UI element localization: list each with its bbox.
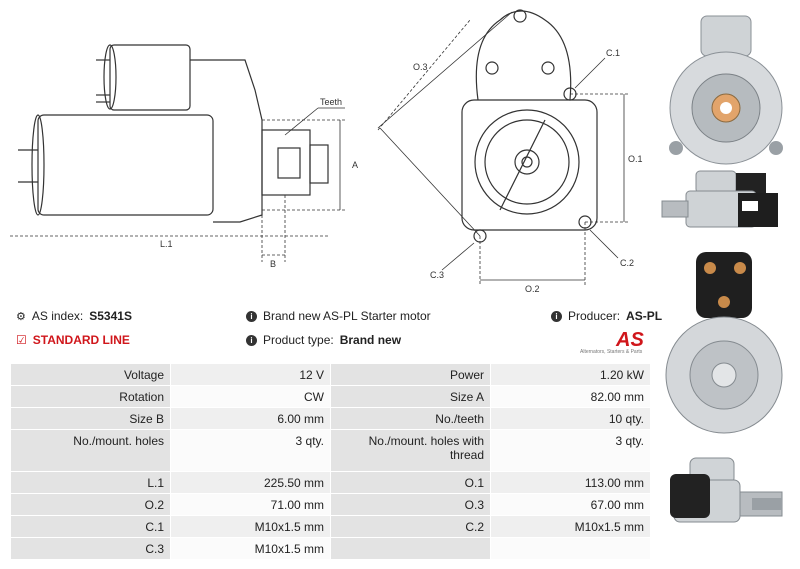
spec-label: Rotation bbox=[10, 385, 171, 408]
dim-o2-label: O.2 bbox=[525, 284, 540, 294]
motor-body-outline bbox=[37, 114, 214, 216]
product-photo-rear bbox=[665, 252, 783, 434]
spec-value: M10x1.5 mm bbox=[170, 537, 331, 560]
spec-value: 1.20 kW bbox=[490, 363, 651, 386]
spec-value: 6.00 mm bbox=[170, 407, 331, 430]
product-line-label: STANDARD LINE bbox=[32, 333, 130, 347]
producer-label: Producer: bbox=[568, 309, 621, 323]
product-photo-front bbox=[669, 15, 783, 165]
spec-label: C.2 bbox=[330, 515, 491, 538]
tag-icon: ⚙ bbox=[16, 310, 26, 323]
technical-drawing: Teeth A B L.1 bbox=[0, 0, 650, 300]
solenoid-outline bbox=[109, 44, 191, 111]
front-body-outline bbox=[461, 99, 598, 231]
description-text: Brand new AS-PL Starter motor bbox=[263, 309, 431, 323]
product-line: ☑ STANDARD LINE bbox=[16, 333, 130, 347]
spec-label: No./teeth bbox=[330, 407, 491, 430]
logo-text: AS bbox=[615, 329, 644, 350]
teeth-label: Teeth bbox=[320, 97, 342, 107]
spec-value bbox=[490, 537, 651, 560]
dim-b-label: B bbox=[270, 259, 276, 269]
spec-value: 3 qty. bbox=[490, 429, 651, 472]
specs-table: Voltage 12 V Power 1.20 kW Rotation CW S… bbox=[10, 363, 651, 560]
dim-c2-label: C.2 bbox=[620, 258, 634, 268]
as-pl-logo: AS bbox=[586, 326, 650, 356]
table-row: L.1 225.50 mm O.1 113.00 mm bbox=[10, 471, 651, 494]
product-photo-side bbox=[661, 170, 778, 228]
spec-value: 113.00 mm bbox=[490, 471, 651, 494]
front-flange-outline bbox=[475, 10, 572, 101]
info-icon: i bbox=[551, 310, 562, 322]
info-icon: i bbox=[246, 310, 257, 322]
spec-value: 67.00 mm bbox=[490, 493, 651, 516]
as-index-label: AS index: bbox=[31, 309, 84, 323]
as-index-value: S5341S bbox=[89, 309, 132, 323]
spec-value: M10x1.5 mm bbox=[170, 515, 331, 538]
dim-c3-label: C.3 bbox=[430, 270, 444, 280]
spec-label: Size B bbox=[10, 407, 171, 430]
spec-label: C.3 bbox=[10, 537, 171, 560]
spec-value: M10x1.5 mm bbox=[490, 515, 651, 538]
dim-c1-label: C.1 bbox=[606, 48, 620, 58]
table-row: Size B 6.00 mm No./teeth 10 qty. bbox=[10, 407, 651, 430]
spec-label: Size A bbox=[330, 385, 491, 408]
spec-label: Voltage bbox=[10, 363, 171, 386]
product-type-value: Brand new bbox=[339, 333, 402, 347]
spec-value: 82.00 mm bbox=[490, 385, 651, 408]
spec-label bbox=[330, 537, 491, 560]
table-row: O.2 71.00 mm O.3 67.00 mm bbox=[10, 493, 651, 516]
spec-value: 3 qty. bbox=[170, 429, 331, 472]
product-type-label: Product type: bbox=[263, 333, 334, 347]
spec-value: 10 qty. bbox=[490, 407, 651, 430]
as-index: ⚙ AS index: S5341S bbox=[16, 309, 132, 323]
table-row: Rotation CW Size A 82.00 mm bbox=[10, 385, 651, 408]
table-row: Voltage 12 V Power 1.20 kW bbox=[10, 363, 651, 386]
dim-o1-label: O.1 bbox=[628, 154, 643, 164]
dim-a-label: A bbox=[352, 160, 358, 170]
checkbox-icon: ☑ bbox=[16, 333, 27, 347]
product-photo-angle bbox=[670, 457, 783, 523]
spec-label: O.3 bbox=[330, 493, 491, 516]
description: i Brand new AS-PL Starter motor bbox=[246, 309, 431, 323]
spec-value: 12 V bbox=[170, 363, 331, 386]
table-row: C.1 M10x1.5 mm C.2 M10x1.5 mm bbox=[10, 515, 651, 538]
spec-label: Power bbox=[330, 363, 491, 386]
spec-label: O.1 bbox=[330, 471, 491, 494]
dim-l1-label: L.1 bbox=[160, 239, 173, 249]
spec-label: No./mount. holes with thread bbox=[330, 429, 491, 472]
table-row: No./mount. holes 3 qty. No./mount. holes… bbox=[10, 429, 651, 472]
table-row: C.3 M10x1.5 mm bbox=[10, 537, 651, 560]
spec-label: No./mount. holes bbox=[10, 429, 171, 472]
logo-subtitle: Alternators, Starters & Parts bbox=[580, 349, 643, 355]
spec-label: O.2 bbox=[10, 493, 171, 516]
spec-label: C.1 bbox=[10, 515, 171, 538]
dim-o3-label: O.3 bbox=[413, 62, 428, 72]
producer-value: AS-PL bbox=[626, 309, 663, 323]
spec-value: 71.00 mm bbox=[170, 493, 331, 516]
spec-value: 225.50 mm bbox=[170, 471, 331, 494]
spec-value: CW bbox=[170, 385, 331, 408]
drive-housing-outline bbox=[190, 59, 263, 223]
producer: i Producer: AS-PL bbox=[551, 309, 662, 323]
spec-label: L.1 bbox=[10, 471, 171, 494]
info-icon: i bbox=[246, 334, 257, 346]
starter-dimension-diagram: Teeth A B L.1 bbox=[10, 9, 643, 294]
product-type: i Product type: Brand new bbox=[246, 333, 401, 347]
